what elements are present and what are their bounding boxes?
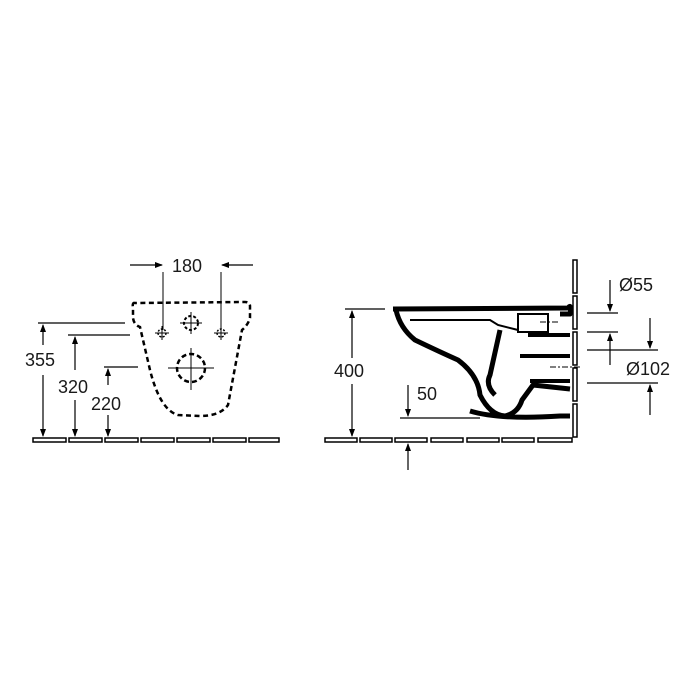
dim-50: 50 [417, 384, 437, 404]
dim-180: 180 [172, 256, 202, 276]
dim-320: 320 [58, 377, 88, 397]
dim-d102: Ø102 [626, 359, 670, 379]
side-view [324, 259, 658, 470]
wc-profile [392, 304, 574, 420]
floor-front [32, 437, 280, 443]
dim-355: 355 [25, 350, 55, 370]
wc-outline-dashed [131, 300, 252, 418]
front-view [32, 262, 280, 443]
dim-400: 400 [334, 361, 364, 381]
dim-220: 220 [91, 394, 121, 414]
dim-d55: Ø55 [619, 275, 653, 295]
